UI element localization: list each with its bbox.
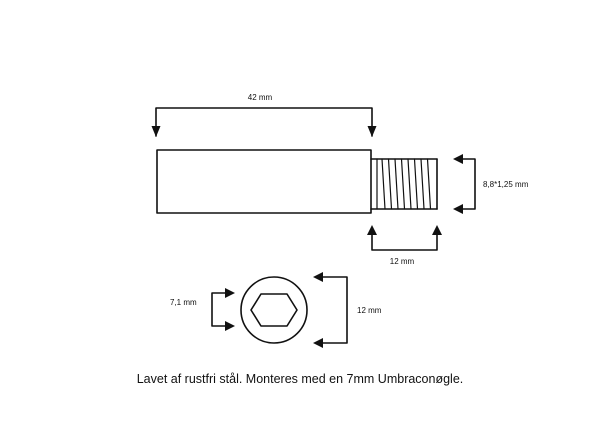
body-length-bracket bbox=[155, 107, 373, 137]
thread-length-bracket bbox=[371, 231, 438, 251]
thread-spec-label: 8,8*1,25 mm bbox=[483, 180, 529, 189]
thread-line bbox=[426, 158, 432, 210]
caption: Lavet af rustfri stål. Monteres med en 7… bbox=[136, 372, 464, 386]
thread-line bbox=[381, 158, 386, 210]
thread-length-arrow-right bbox=[432, 225, 442, 235]
thread-length-arrow-left bbox=[367, 225, 377, 235]
standoff-end-circle bbox=[240, 276, 308, 344]
thread-line bbox=[407, 158, 412, 210]
threaded-stud bbox=[370, 158, 438, 210]
thread-line bbox=[400, 158, 406, 210]
side-view: 42 mm 8,8*1,25 mm 12 mm bbox=[151, 93, 529, 266]
thread-spec-dimension: 8,8*1,25 mm bbox=[453, 154, 529, 214]
body-length-dimension: 42 mm bbox=[151, 93, 377, 137]
body-length-arrow-left bbox=[151, 126, 161, 137]
hex-socket-bracket bbox=[211, 292, 227, 327]
thread-line bbox=[420, 158, 425, 210]
hex-socket-label: 7,1 mm bbox=[170, 298, 197, 307]
head-diameter-bracket bbox=[321, 276, 348, 344]
head-diameter-arrow-top bbox=[313, 272, 323, 282]
thread-length-label: 12 mm bbox=[390, 257, 415, 266]
thread-line bbox=[387, 158, 393, 210]
head-diameter-arrow-bottom bbox=[313, 338, 323, 348]
thread-line bbox=[394, 158, 399, 210]
end-view: 7,1 mm 12 mm bbox=[170, 272, 382, 348]
hex-socket-icon bbox=[250, 293, 298, 327]
hex-socket-dimension: 7,1 mm bbox=[170, 288, 235, 331]
thread-spec-arrow-top bbox=[453, 154, 463, 164]
hex-socket-arrow-bottom bbox=[225, 321, 235, 331]
thread-pitch-lines bbox=[381, 158, 432, 210]
head-diameter-dimension: 12 mm bbox=[313, 272, 382, 348]
thread-length-dimension: 12 mm bbox=[367, 225, 442, 266]
body-length-label: 42 mm bbox=[248, 93, 273, 102]
standoff-body bbox=[156, 149, 372, 214]
hex-socket-arrow-top bbox=[225, 288, 235, 298]
thread-spec-arrow-bottom bbox=[453, 204, 463, 214]
body-length-arrow-right bbox=[367, 126, 377, 137]
head-diameter-label: 12 mm bbox=[357, 306, 382, 315]
thread-line bbox=[413, 158, 419, 210]
thread-spec-bracket bbox=[455, 158, 476, 210]
